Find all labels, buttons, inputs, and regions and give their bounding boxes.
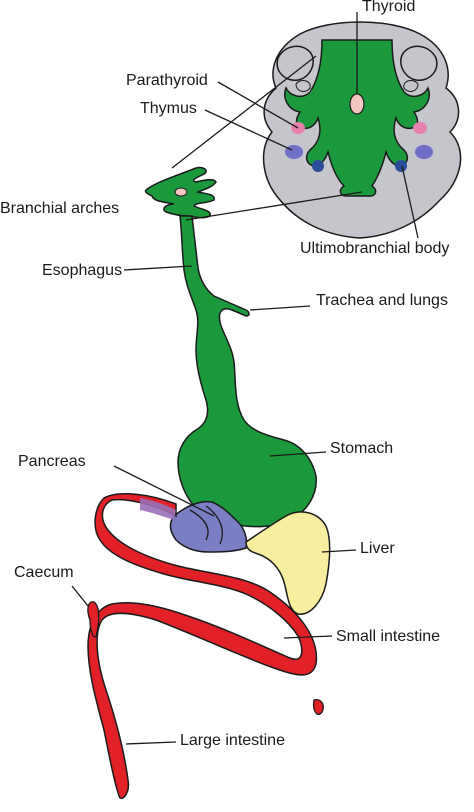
label-thymus: Thymus — [140, 100, 197, 117]
leader-arches-1 — [171, 55, 317, 169]
label-small-intestine: Small intestine — [336, 628, 441, 645]
leader-pancreas — [113, 465, 215, 517]
leader-arches-2 — [185, 191, 363, 221]
leader-stomach — [269, 451, 327, 457]
leader-large-intestine — [125, 741, 177, 745]
ultimobranchial-left — [312, 160, 324, 172]
thymus-right — [415, 145, 433, 159]
pancreas-duct-lines — [189, 505, 223, 545]
esophagus-stomach-shape — [177, 215, 317, 528]
label-liver: Liver — [360, 540, 395, 557]
leader-liver — [321, 549, 357, 553]
leader-small-intestine — [283, 635, 333, 639]
liver-shape — [245, 511, 331, 615]
duodenum-transition — [140, 498, 176, 520]
label-esophagus: Esophagus — [42, 262, 123, 279]
label-pancreas: Pancreas — [18, 453, 86, 470]
intestine-shape — [87, 493, 318, 800]
thymus-left — [285, 145, 303, 159]
ultimobranchial-right — [395, 160, 407, 172]
caecum-shape — [87, 601, 100, 638]
leader-esophagus — [123, 265, 193, 271]
leader-thymus — [204, 109, 293, 151]
label-trachea-and-lungs: Trachea and lungs — [316, 292, 448, 309]
label-caecum: Caecum — [14, 564, 74, 581]
arches-pouch — [174, 187, 188, 197]
label-branchial-arches: Branchial arches — [0, 200, 120, 217]
section-left-pocket — [295, 80, 311, 92]
leader-parathyroid — [217, 81, 299, 129]
label-parathyroid: Parathyroid — [126, 72, 208, 89]
section-upper-left-lobe — [276, 45, 314, 81]
leader-ultimobranchial — [401, 165, 419, 239]
foregut — [144, 166, 317, 528]
label-thyroid: Thyroid — [362, 0, 416, 15]
section-right-pocket — [403, 80, 419, 92]
label-large-intestine: Large intestine — [180, 732, 285, 749]
thyroid-primordium — [349, 93, 365, 115]
parathyroid-right — [413, 122, 427, 134]
section-upper-right-lobe — [400, 45, 438, 81]
pancreas-shape — [169, 500, 248, 553]
pharyngeal-cross-section — [262, 21, 462, 239]
leader-trachea — [249, 305, 311, 311]
label-stomach: Stomach — [330, 440, 394, 457]
small-intestine-end — [312, 698, 324, 715]
label-ultimobranchial-body: Ultimobranchial body — [300, 240, 450, 257]
leader-caecum — [71, 585, 89, 607]
section-pharynx-green — [284, 39, 430, 197]
leader-lines — [71, 12, 419, 745]
